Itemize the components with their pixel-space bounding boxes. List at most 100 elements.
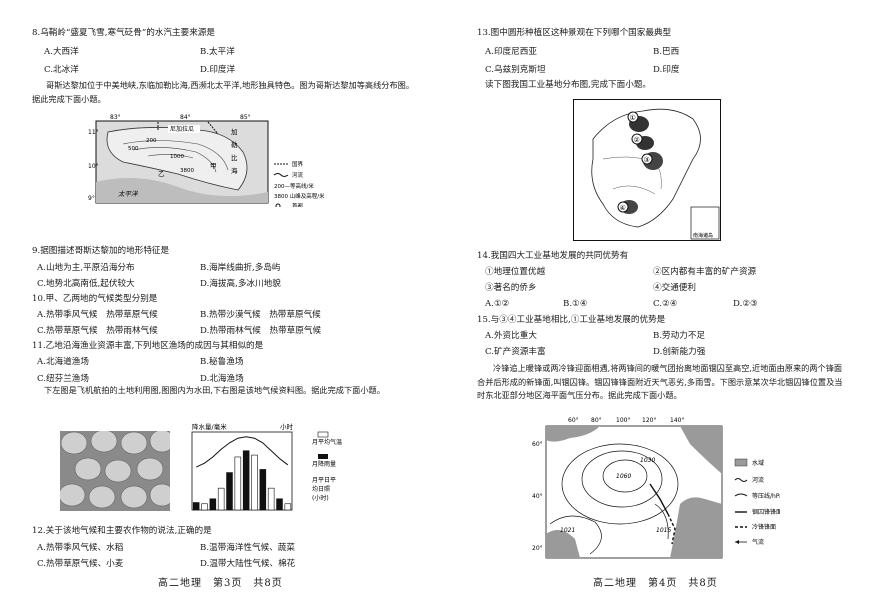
- q11-option-b[interactable]: B.秘鲁渔场: [200, 357, 244, 367]
- q10-option-b[interactable]: B.热带沙漠气候 热带草原气候: [200, 310, 321, 320]
- lon-85: 85°: [240, 114, 251, 121]
- legend-border: 国界: [292, 161, 304, 168]
- aerial-irrigation-photo: [60, 431, 170, 511]
- q8-option-c[interactable]: C.北冰洋: [44, 65, 79, 75]
- question-13-stem: 13.图中圆形种植区这种景观在下列哪个国家最典型: [477, 28, 672, 38]
- map-intro: 哥斯达黎加位于中美地峡,东临加勒比海,西濒北太平洋,地形独具特色。图为哥斯达黎加…: [32, 80, 415, 104]
- chart-intro: 下左图是飞机航拍的土地利用图,图图内为水田,下右图是该地气候资料图。据此完成下面…: [44, 385, 385, 395]
- legend-capital: 首都: [292, 202, 304, 207]
- question-11-stem: 11.乙地沿海渔业资源丰富,下列地区渔场的成因与其相似的是: [32, 341, 264, 351]
- q15-option-b[interactable]: B.劳动力不足: [653, 331, 706, 341]
- q10-option-a[interactable]: A.热带季风气候 热带草原气候: [37, 310, 158, 320]
- contour-200-label: 200: [146, 138, 157, 144]
- q8-option-b[interactable]: B.太平洋: [200, 47, 235, 57]
- q11-option-d[interactable]: D.北海渔场: [200, 374, 244, 384]
- precip-bar: [192, 502, 200, 511]
- q15-option-a[interactable]: A.外资比重大: [485, 331, 537, 341]
- legend-precip: 月降雨量: [312, 460, 336, 468]
- q11-option-c[interactable]: C.纽芬兰渔场: [37, 374, 89, 384]
- q14-option-b[interactable]: B.①④: [563, 299, 588, 309]
- south-china-sea-inset: [690, 206, 720, 240]
- lon-60: 60°: [568, 417, 579, 424]
- precip-bar: [267, 487, 275, 511]
- inset-label: 南海诸岛: [693, 232, 713, 239]
- label-caribbean-2: 勒: [231, 140, 238, 149]
- question-14-stem: 14.我国四大工业基地发展的共同优势有: [477, 251, 629, 261]
- marker-1: ①: [630, 114, 636, 122]
- q9-option-b[interactable]: B.海岸线曲折,多岛屿: [200, 263, 281, 273]
- legend-contour: 200—等高线/米: [274, 182, 314, 190]
- precip-bar: [226, 472, 233, 511]
- q12-option-a[interactable]: A.热带季风气候、水稻: [37, 543, 124, 553]
- label-jia: 甲: [210, 162, 217, 170]
- precip-bar: [234, 456, 242, 511]
- question-12-stem: 12.关于该地气候和主要农作物的说法,正确的是: [32, 526, 212, 536]
- climate-chart: 降水量/毫米 小时 月平均气温 月降雨量 月平日平 均日照 (小时): [191, 422, 342, 511]
- q14-option-d[interactable]: D.②③: [733, 299, 758, 309]
- precip-bar: [217, 487, 225, 511]
- page-4: 13.图中圆形种植区这种景观在下列哪个国家最典型 A.印度尼西亚 B.巴西 C.…: [435, 0, 870, 611]
- precip-bars: [192, 450, 292, 511]
- precip-bar: [242, 450, 250, 511]
- lat-40: 40°: [532, 493, 543, 500]
- q10-option-c[interactable]: C.热带草原气候 热带雨林气候: [37, 326, 158, 336]
- q14-option-a[interactable]: A.①②: [485, 299, 510, 309]
- label-caribbean-4: 海: [231, 166, 238, 175]
- q13-option-c[interactable]: C.乌兹别克斯坦: [485, 65, 546, 75]
- question-15-stem: 15.与③④工业基地相比,①工业基地发展的优势是: [477, 315, 666, 325]
- plot-area: [191, 431, 293, 511]
- q15-option-d[interactable]: D.创新能力强: [653, 347, 706, 357]
- q8-option-d[interactable]: D.印度洋: [200, 65, 236, 75]
- isobar-1015: 1015: [656, 527, 671, 534]
- question-8-stem: 8.乌鞘岭“盛夏飞雪,寒气砭骨”的水汽主要来源是: [32, 28, 215, 38]
- q9-option-a[interactable]: A.山地为主,平原沿海分布: [37, 263, 135, 273]
- page-footer-3: 高二地理 第3页 共8页: [158, 578, 283, 589]
- precip-bar: [251, 454, 258, 511]
- q14-option-c[interactable]: C.②④: [653, 299, 678, 309]
- q12-option-d[interactable]: D.温带大陆性气候、棉花: [200, 559, 296, 569]
- q15-option-c[interactable]: C.矿产资源丰富: [485, 347, 546, 357]
- q9-option-c[interactable]: C.地势北高南低,起伏较大: [37, 279, 135, 289]
- q14-statement-3: ③著名的侨乡: [485, 283, 537, 293]
- peak-label: 3800: [180, 168, 194, 174]
- lat-20: 20°: [532, 545, 543, 552]
- china-industrial-base-map: ① ② ③ ④ 南海诸岛: [573, 99, 721, 241]
- lat-10: 10°: [88, 163, 99, 170]
- q8-option-a[interactable]: A.大西洋: [44, 47, 79, 57]
- legend-isobar: 等压线/hPa: [752, 492, 780, 500]
- lon-84: 84°: [180, 114, 191, 121]
- marker-2: ②: [634, 136, 640, 144]
- q13-option-a[interactable]: A.印度尼西亚: [485, 47, 537, 57]
- isobar-1060: 1060: [616, 473, 631, 480]
- q14-statement-2: ②区内都有丰富的矿产资源: [653, 267, 757, 277]
- legend-sun-2: 均日照: [312, 485, 330, 493]
- q13-option-b[interactable]: B.巴西: [653, 47, 680, 57]
- q12-option-b[interactable]: B.温带海洋性气候、蔬菜: [200, 543, 295, 553]
- q11-option-a[interactable]: A.北海道渔场: [37, 357, 89, 367]
- costa-rica-contour-map: 83° 84° 85° 11° 10° 9° 尼加拉瓜 加 勒 比 海 太平洋 …: [88, 114, 325, 207]
- label-pacific: 太平洋: [118, 190, 139, 198]
- precip-bar: [259, 469, 267, 511]
- precip-bar: [209, 498, 217, 511]
- temperature-line: [195, 436, 289, 468]
- label-yi: 乙: [158, 170, 165, 178]
- page-footer-4: 高二地理 第4页 共8页: [593, 578, 718, 589]
- q9-option-d[interactable]: D.海拔高,多冰川地貌: [200, 279, 281, 289]
- legend-peak: 3800 山峰及高程/米: [274, 192, 325, 200]
- legend-cold-front: 冷锋锋面: [752, 523, 776, 531]
- label-caribbean-1: 加: [231, 127, 238, 136]
- q13-option-d[interactable]: D.印度: [653, 65, 680, 75]
- lon-100: 100°: [616, 417, 630, 424]
- isobar-1030: 1030: [640, 457, 655, 464]
- precip-bar: [201, 503, 208, 511]
- q12-option-c[interactable]: C.热带草原气候、小麦: [37, 559, 124, 569]
- q14-statement-4: ④交通便利: [653, 283, 696, 293]
- chart-right-axis-label: 小时: [280, 422, 294, 431]
- legend-sun-1: 月平日平: [312, 477, 336, 484]
- q10-option-d[interactable]: D.热带雨林气候 热带草原气候: [200, 326, 322, 336]
- lat-9: 9°: [88, 195, 95, 202]
- industrial-map-intro: 读下图我国工业基地分布图,完成下面小题。: [485, 80, 652, 90]
- marker-3: ③: [644, 156, 650, 164]
- lon-140: 140°: [670, 417, 684, 424]
- legend-river: 河流: [292, 171, 304, 179]
